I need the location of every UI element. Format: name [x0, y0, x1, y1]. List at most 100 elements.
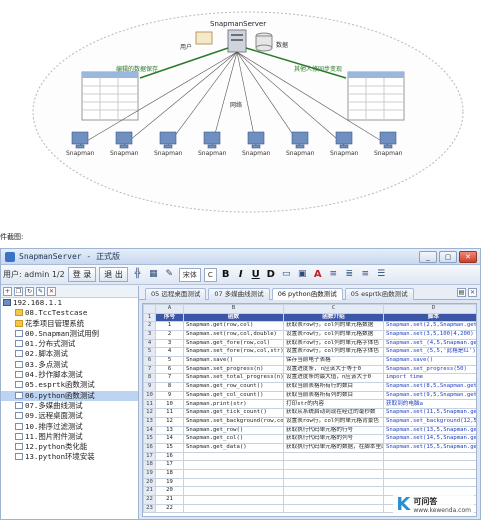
table-cell[interactable]: Snapman.set(13,5,Snapman.get_row()) [383, 425, 476, 436]
table-cell[interactable]: 获取当前表格所有列的数目 [283, 390, 384, 401]
row-number[interactable]: 7 [143, 364, 156, 375]
tree-item[interactable]: 04.抄作脚本测试 [1, 370, 138, 380]
row-number[interactable]: 13 [143, 416, 156, 427]
table-cell[interactable]: 设置进度条, n应该大于等于0 [283, 364, 384, 375]
minimize-button[interactable]: _ [419, 250, 437, 263]
font-size-select[interactable]: C [203, 267, 217, 282]
row-number[interactable]: 4 [143, 338, 156, 349]
table-cell[interactable]: Snapman.set_progress(50) [383, 364, 476, 375]
fill-color-icon[interactable]: ▣ [297, 269, 307, 279]
tree-item[interactable]: 00.Snapman测试用例 [1, 329, 138, 339]
tree-item[interactable]: 09.远程桌面测试 [1, 411, 138, 421]
table-cell[interactable]: 12 [155, 416, 184, 427]
header-cell[interactable]: 函数介绍 [283, 312, 384, 323]
tree-item[interactable]: 01.分布式测试 [1, 339, 138, 349]
table-cell[interactable]: import time [383, 373, 476, 384]
row-number[interactable]: 19 [143, 468, 156, 479]
table-cell[interactable]: 9 [155, 390, 184, 401]
table-cell[interactable]: 4 [155, 347, 184, 358]
table-cell[interactable]: 设置表row行，col列的单元格背景色 [283, 416, 384, 427]
edit-icon[interactable]: ✎ [36, 287, 45, 296]
table-cell[interactable] [283, 495, 384, 505]
refresh-icon[interactable]: ↻ [25, 287, 34, 296]
header-cell[interactable]: 序号 [155, 312, 184, 323]
table-cell[interactable]: Snapman.get_col_count() [183, 390, 284, 401]
table-cell[interactable]: 13 [155, 425, 184, 436]
tree-item[interactable]: 06.python函数测试 [1, 390, 138, 401]
table-cell[interactable]: 设置表row行，col列的单元格数据 [283, 329, 384, 340]
bold-button[interactable]: B [221, 269, 230, 280]
tree-item[interactable]: 07.多媒曲线测试 [1, 401, 138, 411]
align-right-icon[interactable]: ≡ [361, 269, 369, 279]
add-icon[interactable]: + [3, 287, 12, 296]
table-cell[interactable]: Snapman.save() [383, 356, 476, 366]
table-cell[interactable]: Snapman.set_background(row,col,str) [183, 416, 284, 427]
table-cell[interactable] [183, 477, 284, 488]
table-cell[interactable]: 16 [155, 451, 184, 462]
table-cell[interactable] [283, 451, 384, 462]
spreadsheet[interactable]: A B C D 1 序号 函数 函数介绍 脚本 [142, 303, 477, 517]
tree-item[interactable]: 13.python环境安装 [1, 452, 138, 462]
font-name-select[interactable]: 宋体 [178, 267, 201, 282]
header-cell[interactable]: 脚本 [383, 312, 476, 323]
login-button[interactable]: 登 录 [67, 267, 97, 282]
table-cell[interactable] [283, 486, 384, 497]
table-cell[interactable]: Snapman.set_progress(n) [183, 364, 284, 375]
table-cell[interactable]: 获取执行代码单元格的行号 [283, 425, 384, 436]
header-cell[interactable]: 函数 [183, 312, 284, 323]
close-button[interactable]: ✕ [459, 250, 477, 263]
tab-esprtk-functions[interactable]: 05 esprtk函数测试 [344, 288, 414, 300]
table-cell[interactable]: Snapman.get_col() [183, 434, 284, 444]
table-cell[interactable] [183, 486, 284, 497]
table-cell[interactable]: 2 [155, 329, 184, 340]
table-cell[interactable]: 11 [155, 408, 184, 418]
column-header[interactable]: A [155, 304, 184, 314]
row-number[interactable]: 12 [143, 408, 156, 418]
table-cell[interactable]: Snapman.get(row,col) [183, 321, 284, 331]
copy-icon[interactable]: ❐ [14, 287, 23, 296]
row-number[interactable]: 21 [143, 486, 156, 497]
row-number[interactable]: 16 [143, 442, 156, 453]
maximize-button[interactable]: ▢ [439, 250, 457, 263]
table-cell[interactable]: Snapman.set_background(12,5,'[3,3,3]') [383, 416, 476, 427]
table-cell[interactable]: Snapman.set(2,5,Snapman.get(2,1)) [383, 321, 476, 331]
table-cell[interactable]: Snapman.get_row() [183, 425, 284, 436]
row-number[interactable]: 9 [143, 382, 156, 392]
table-cell[interactable]: 15 [155, 442, 184, 453]
table-cell[interactable]: 设置表row行，col列的单元格字体色 [283, 347, 384, 358]
tab-list-icon[interactable]: ▤ [457, 288, 466, 297]
table-cell[interactable]: Snapman.set_total_progress(n) [183, 373, 284, 384]
table-cell[interactable] [283, 503, 384, 514]
row-number[interactable]: 11 [143, 399, 156, 410]
table-cell[interactable]: 7 [155, 373, 184, 384]
table-cell[interactable] [383, 451, 476, 462]
row-number[interactable]: 15 [143, 434, 156, 444]
row-number[interactable]: 18 [143, 460, 156, 470]
table-cell[interactable] [183, 503, 284, 514]
tree-root-server[interactable]: 192.168.1.1 [1, 298, 138, 308]
table-cell[interactable]: 获取表row行，col列的单元格字体色 [283, 338, 384, 349]
row-number[interactable]: 10 [143, 390, 156, 401]
border-icon[interactable]: ▭ [281, 269, 291, 279]
row-number[interactable]: 8 [143, 373, 156, 384]
table-cell[interactable]: 获取从系统启动到现在经过的毫秒数 [283, 408, 384, 418]
table-cell[interactable]: 22 [155, 503, 184, 514]
italic-button[interactable]: I [238, 269, 243, 280]
pin-icon[interactable]: ✎ [165, 269, 174, 279]
table-cell[interactable]: 获取表row行，col列的单元格数据 [283, 321, 384, 331]
table-cell[interactable]: Snapman.set_(4,5,Snapman.get_(4,3)) [383, 338, 476, 349]
tree-item[interactable]: 03.多点测试 [1, 360, 138, 370]
row-number[interactable]: 20 [143, 477, 156, 488]
table-cell[interactable]: Snapman.set(11,5,Snapman.get_tick_count(… [383, 408, 476, 418]
table-cell[interactable] [383, 460, 476, 470]
tree-item[interactable]: 10.排序过滤测试 [1, 422, 138, 432]
row-number[interactable]: 5 [143, 347, 156, 358]
row-number[interactable]: 17 [143, 451, 156, 462]
table-cell[interactable]: 获取当前表格所有行的数目 [283, 382, 384, 392]
table-cell[interactable]: Snapman.set(14,5,Snapman.get_col()) [383, 434, 476, 444]
table-cell[interactable] [183, 460, 284, 470]
table-cell[interactable] [383, 477, 476, 488]
row-number[interactable]: 6 [143, 356, 156, 366]
table-cell[interactable] [183, 451, 284, 462]
table-cell[interactable]: 获取执行代码单元格的数据，在脚本里面的数据 [283, 442, 384, 453]
